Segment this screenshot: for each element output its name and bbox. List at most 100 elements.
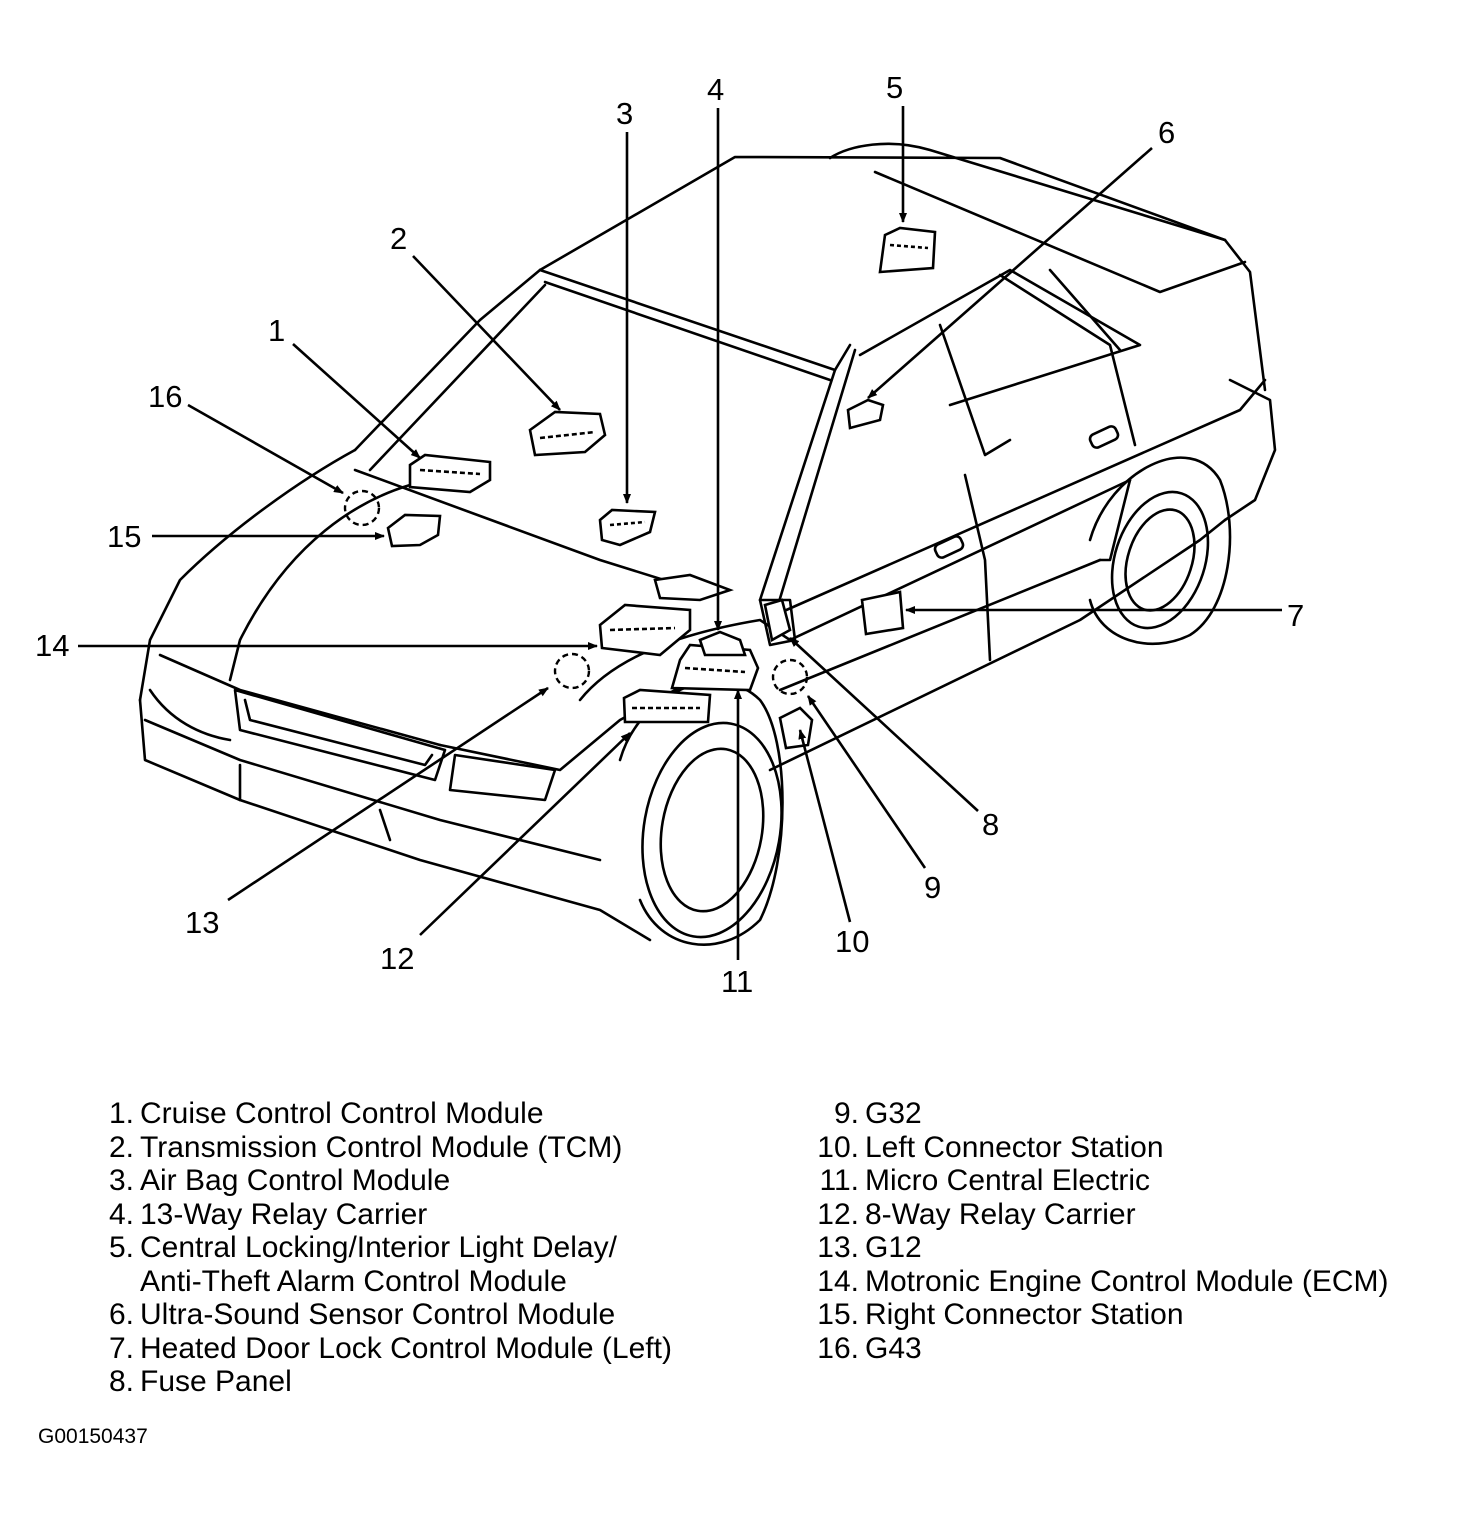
arrow-2	[412, 255, 561, 411]
legend-item: 2.Transmission Control Module (TCM)	[104, 1131, 784, 1165]
g32-circle	[771, 658, 809, 696]
legend-item: 4.13-Way Relay Carrier	[104, 1198, 784, 1232]
module-3-box	[598, 508, 657, 547]
legend-text-block: Left Connector Station	[865, 1131, 1164, 1165]
module-6-box	[846, 398, 885, 430]
callout-10: 10	[835, 924, 869, 959]
leader-arrows	[78, 106, 1282, 960]
arrow-9	[806, 695, 927, 869]
legend-item: 12.8-Way Relay Carrier	[810, 1198, 1470, 1232]
arrow-6	[867, 147, 1153, 399]
legend-text: Left Connector Station	[865, 1130, 1164, 1164]
legend-text-block: 13-Way Relay Carrier	[140, 1198, 427, 1232]
callout-8: 8	[982, 807, 999, 842]
legend-number: 10.	[817, 1130, 859, 1164]
legend-number: 16.	[817, 1331, 859, 1365]
callout-13: 13	[185, 905, 219, 940]
legend-text-block: G12	[865, 1231, 922, 1265]
module-7-box	[860, 590, 905, 636]
callout-12: 12	[380, 941, 414, 976]
legend-text: Central Locking/Interior Light Delay/	[140, 1231, 617, 1264]
legend-number: 1.	[108, 1097, 134, 1130]
legend-item: 5.Central Locking/Interior Light Delay/	[104, 1231, 784, 1265]
module-2-box	[528, 410, 607, 457]
callout-labels: 1 2 3 4 5 6 7 8 9 10 11 12 13 14 15 16	[35, 70, 1304, 999]
legend-text-continuation: Anti-Theft Alarm Control Module	[140, 1264, 567, 1298]
module-5-box	[878, 226, 937, 274]
legend-text-block: G43	[865, 1332, 922, 1366]
callout-2: 2	[390, 221, 407, 256]
legend-item: 14.Motronic Engine Control Module (ECM)	[810, 1265, 1470, 1299]
module-14-box	[598, 603, 692, 657]
car-component-diagram: 1 2 3 4 5 6 7 8 9 10 11 12 13 14 15 16	[35, 70, 1304, 999]
legend-number: 12.	[817, 1197, 859, 1231]
legend-text: Micro Central Electric	[865, 1164, 1151, 1197]
arrow-8	[789, 637, 979, 812]
callout-3: 3	[616, 96, 633, 131]
legend-text: Motronic Engine Control Module (ECM)	[865, 1264, 1389, 1298]
legend-item: 11.Micro Central Electric	[810, 1164, 1470, 1198]
legend-text-block: Ultra-Sound Sensor Control Module	[140, 1298, 615, 1332]
legend-text: G32	[865, 1097, 922, 1130]
module-boxes	[386, 226, 937, 750]
legend-number: 6.	[108, 1298, 134, 1331]
location-circles	[343, 489, 809, 696]
legend-text-block: Micro Central Electric	[865, 1164, 1150, 1198]
callout-7: 7	[1287, 598, 1304, 633]
legend-text: 13-Way Relay Carrier	[140, 1197, 428, 1231]
legend-number: 11.	[819, 1164, 859, 1197]
legend-text: Transmission Control Module (TCM)	[140, 1130, 623, 1164]
module-4-box	[698, 630, 747, 657]
arrow-10	[798, 729, 852, 923]
legend-number: 7.	[108, 1331, 134, 1365]
legend-text: Right Connector Station	[865, 1298, 1184, 1331]
legend-text-block: Central Locking/Interior Light Delay/	[140, 1231, 617, 1265]
legend-text: G43	[865, 1331, 922, 1365]
legend-number: 8.	[108, 1365, 134, 1398]
car-outline	[138, 142, 1277, 946]
callout-1: 1	[268, 313, 285, 348]
figure-id: G00150437	[38, 1425, 148, 1448]
legend-text-block: Right Connector Station	[865, 1298, 1184, 1332]
legend-item: 8.Fuse Panel	[104, 1365, 784, 1399]
legend-text: Cruise Control Control Module	[140, 1097, 544, 1130]
legend-text-block: 8-Way Relay Carrier	[865, 1198, 1136, 1232]
legend-number: 9.	[833, 1097, 859, 1130]
legend-item: 6.Ultra-Sound Sensor Control Module	[104, 1298, 784, 1332]
module-10-box	[778, 706, 814, 750]
legend-text: 8-Way Relay Carrier	[865, 1197, 1136, 1231]
legend-number: 14.	[817, 1264, 859, 1298]
callout-4: 4	[707, 72, 724, 107]
legend-text-block: G32	[865, 1097, 922, 1131]
legend-item: 16.G43	[810, 1332, 1470, 1366]
legend-number: 4.	[108, 1197, 134, 1231]
legend-text-block: Fuse Panel	[140, 1365, 292, 1399]
module-12-box	[622, 688, 712, 724]
legend-text-block: Cruise Control Control Module	[140, 1097, 544, 1131]
arrow-16	[187, 403, 344, 495]
legend-text-block: Air Bag Control Module	[140, 1164, 450, 1198]
legend-text: Ultra-Sound Sensor Control Module	[140, 1298, 616, 1331]
arrow-13	[227, 686, 549, 902]
callout-5: 5	[886, 70, 903, 105]
legend-item-continuation: Anti-Theft Alarm Control Module	[104, 1265, 784, 1299]
legend-item: 15.Right Connector Station	[810, 1298, 1470, 1332]
arrow-1	[292, 343, 421, 459]
callout-14: 14	[35, 628, 69, 663]
legend-text: Fuse Panel	[140, 1365, 292, 1398]
legend-number: 3.	[108, 1164, 134, 1197]
g12-circle	[553, 652, 591, 690]
module-1-box	[408, 453, 492, 494]
legend-number: 15.	[817, 1298, 859, 1331]
legend-text: Heated Door Lock Control Module (Left)	[140, 1331, 672, 1365]
legend-item: 13.G12	[810, 1231, 1470, 1265]
callout-6: 6	[1158, 115, 1175, 150]
arrow-12	[419, 732, 631, 936]
g43-circle	[343, 489, 381, 527]
legend-item: 9.G32	[810, 1097, 1470, 1131]
legend-number: 13.	[817, 1231, 859, 1264]
module-15-box	[386, 513, 442, 548]
callout-16: 16	[148, 379, 182, 414]
